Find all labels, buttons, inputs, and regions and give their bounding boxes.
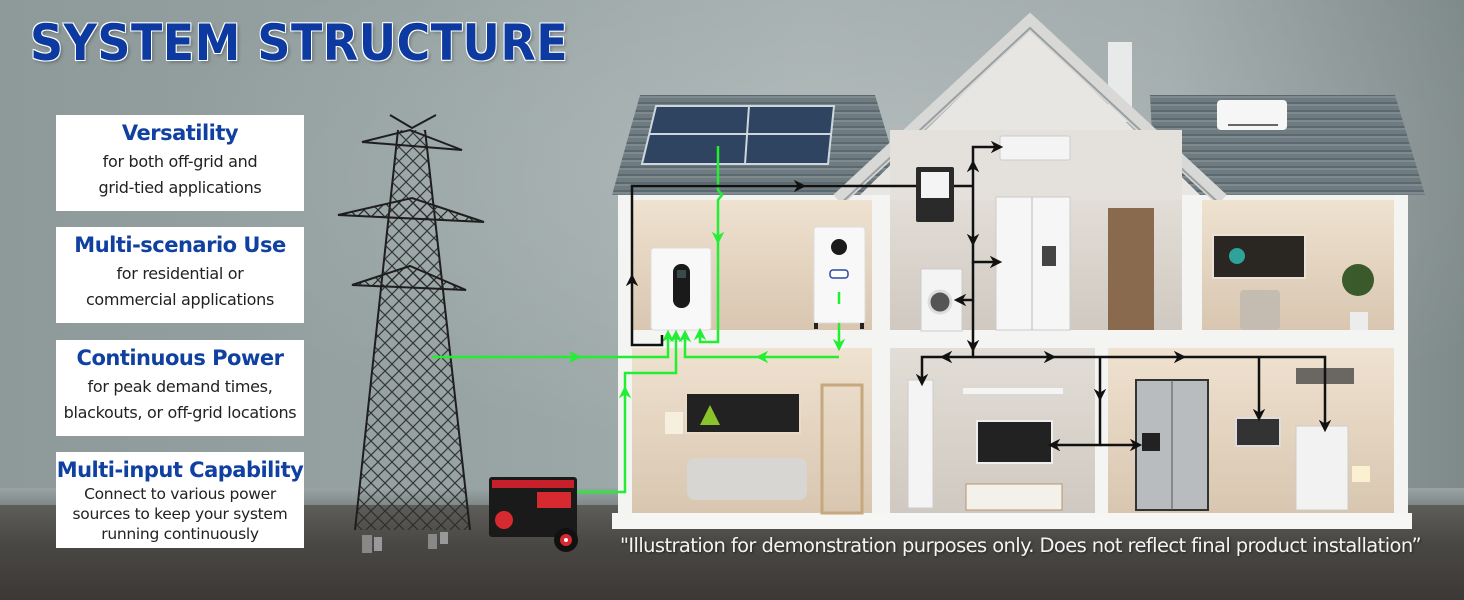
ac-power-flow — [625, 140, 1332, 452]
disclaimer-text: "Illustration for demonstration purposes… — [620, 534, 1422, 557]
smart-panel-icon — [1235, 417, 1281, 447]
solar-panels-icon — [640, 105, 836, 165]
outdoor-ac-unit-icon — [1217, 100, 1287, 130]
plant-icon — [1342, 264, 1374, 296]
air-conditioner-indoor-icon — [999, 135, 1071, 161]
shelf-icon — [963, 388, 1063, 394]
feature-title: Multi-input Capability — [56, 458, 304, 482]
refrigerator-icon — [995, 196, 1071, 331]
feature-title: Multi-scenario Use — [74, 233, 286, 257]
washing-machine-icon — [920, 268, 963, 332]
living-room-tv-icon — [685, 392, 801, 434]
tv-stand-icon — [965, 483, 1063, 511]
bookshelf-icon — [820, 383, 864, 515]
sofa-icon — [687, 458, 807, 500]
dc-power-flow — [432, 146, 846, 494]
feature-title: Continuous Power — [76, 346, 284, 370]
lamp-icon — [1352, 466, 1370, 482]
wall-display-icon — [1212, 234, 1306, 279]
feature-card-multi-input: Multi-input Capability Connect to variou… — [56, 452, 304, 548]
television-icon — [976, 420, 1053, 464]
power-tower-icon — [337, 114, 485, 553]
feature-description: for peak demand times,blackouts, or off-… — [63, 377, 297, 422]
side-by-side-refrigerator-icon — [1135, 379, 1209, 511]
feature-card-continuous-power: Continuous Power for peak demand times,b… — [56, 340, 304, 436]
page-title: SYSTEM STRUCTURE — [29, 13, 569, 73]
air-purifier-tower-icon — [907, 379, 934, 509]
generator-icon — [489, 477, 578, 552]
printer-appliance-icon — [1295, 425, 1349, 511]
electric-meter-icon — [916, 167, 954, 222]
armchair-icon — [1240, 290, 1280, 330]
lamp-icon — [665, 412, 683, 434]
battery-pack-icon — [813, 226, 866, 329]
hybrid-inverter-icon — [650, 247, 712, 331]
door-icon — [1108, 208, 1154, 330]
feature-title: Versatility — [121, 121, 239, 145]
